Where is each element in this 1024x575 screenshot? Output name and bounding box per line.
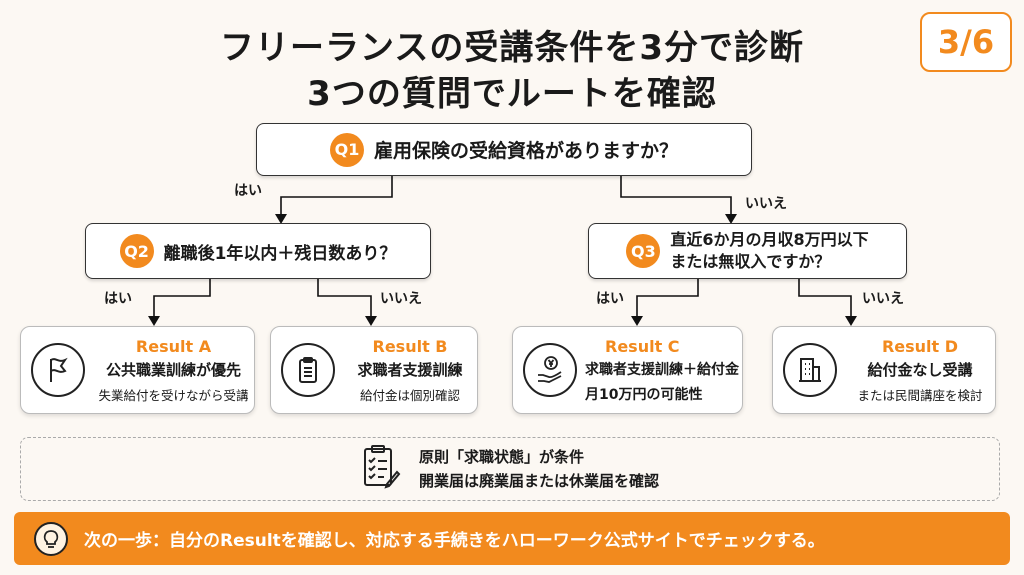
lightbulb-icon [34,521,68,556]
result-b-title: Result B [372,336,448,356]
connector-q2-no [317,279,372,320]
q3-text-line2: または無収入ですか？ [670,252,831,271]
result-a-title: Result A [135,336,212,356]
result-a-main: 公共職業訓練が優先 [105,360,241,379]
building-icon [783,343,837,397]
q3-badge: Q3 [626,234,661,268]
q2-no-label: いいえ [380,291,422,307]
connector-q1-yes [280,176,393,218]
q1-yes-label: はい [234,183,262,199]
q3-yes-label: はい [596,291,624,307]
result-b-card: Result B 求職者支援訓練給付金は個別確認 [270,326,478,414]
connector-q3-yes [636,279,699,320]
question-q3: Q3 直近6か月の月収8万円以下または無収入ですか？ [588,223,907,279]
result-c-title: Result C [605,336,680,356]
connector-q2-yes [153,279,211,320]
result-c-card: Result C 求職者支援訓練＋給付金月10万円の可能性 [512,326,743,414]
question-q1: Q1 雇用保険の受給資格がありますか？ [256,123,752,176]
result-a-sub: 失業給付を受けながら受講 [98,387,249,403]
result-b-main: 求職者支援訓練 [357,360,463,379]
next-step-text: 次の一歩：自分のResultを確認し、対応する手続きをハローワーク公式サイトでチ… [84,531,825,551]
note-line-1: 原則「求職状態」が条件 [418,448,584,466]
result-a-card: Result A 公共職業訓練が優先失業給付を受けながら受講 [20,326,255,414]
flag-icon [31,343,85,397]
q2-badge: Q2 [119,234,154,268]
next-step-banner: 次の一歩：自分のResultを確認し、対応する手続きをハローワーク公式サイトでチ… [14,512,1010,565]
result-d-sub: または民間講座を検討 [857,387,983,403]
yen-hand-icon [523,343,577,397]
result-b-sub: 給付金は個別確認 [359,387,460,403]
clipboard-icon [281,343,335,397]
q2-text: 離職後1年以内＋残日数あり？ [163,243,397,264]
title-line-2: 3つの質問でルートを確認 [307,74,717,114]
checklist-icon [361,444,401,494]
q1-text: 雇用保険の受給資格がありますか？ [373,140,678,162]
q3-no-label: いいえ [862,291,904,307]
note-box: 原則「求職状態」が条件開業届は廃業届または休業届を確認 [20,437,1000,501]
q3-text-line1: 直近6か月の月収8万円以下 [670,230,869,249]
note-line-2: 開業届は廃業届または休業届を確認 [418,472,659,490]
q1-badge: Q1 [329,132,364,167]
result-c-sub: 月10万円の可能性 [585,386,703,403]
connector-q1-no [620,176,732,218]
title-line-1: フリーランスの受講条件を3分で診断 [220,28,804,68]
q1-no-label: いいえ [745,196,787,212]
result-d-title: Result D [881,336,959,356]
result-d-card: Result D 給付金なし受講または民間講座を検討 [772,326,996,414]
q2-yes-label: はい [104,291,132,307]
question-q2: Q2 離職後1年以内＋残日数あり？ [85,223,431,279]
result-d-main: 給付金なし受講 [867,360,973,379]
page-badge: 3/6 [920,12,1012,72]
result-c-main: 求職者支援訓練＋給付金 [585,361,739,378]
connector-q3-no [798,279,852,320]
